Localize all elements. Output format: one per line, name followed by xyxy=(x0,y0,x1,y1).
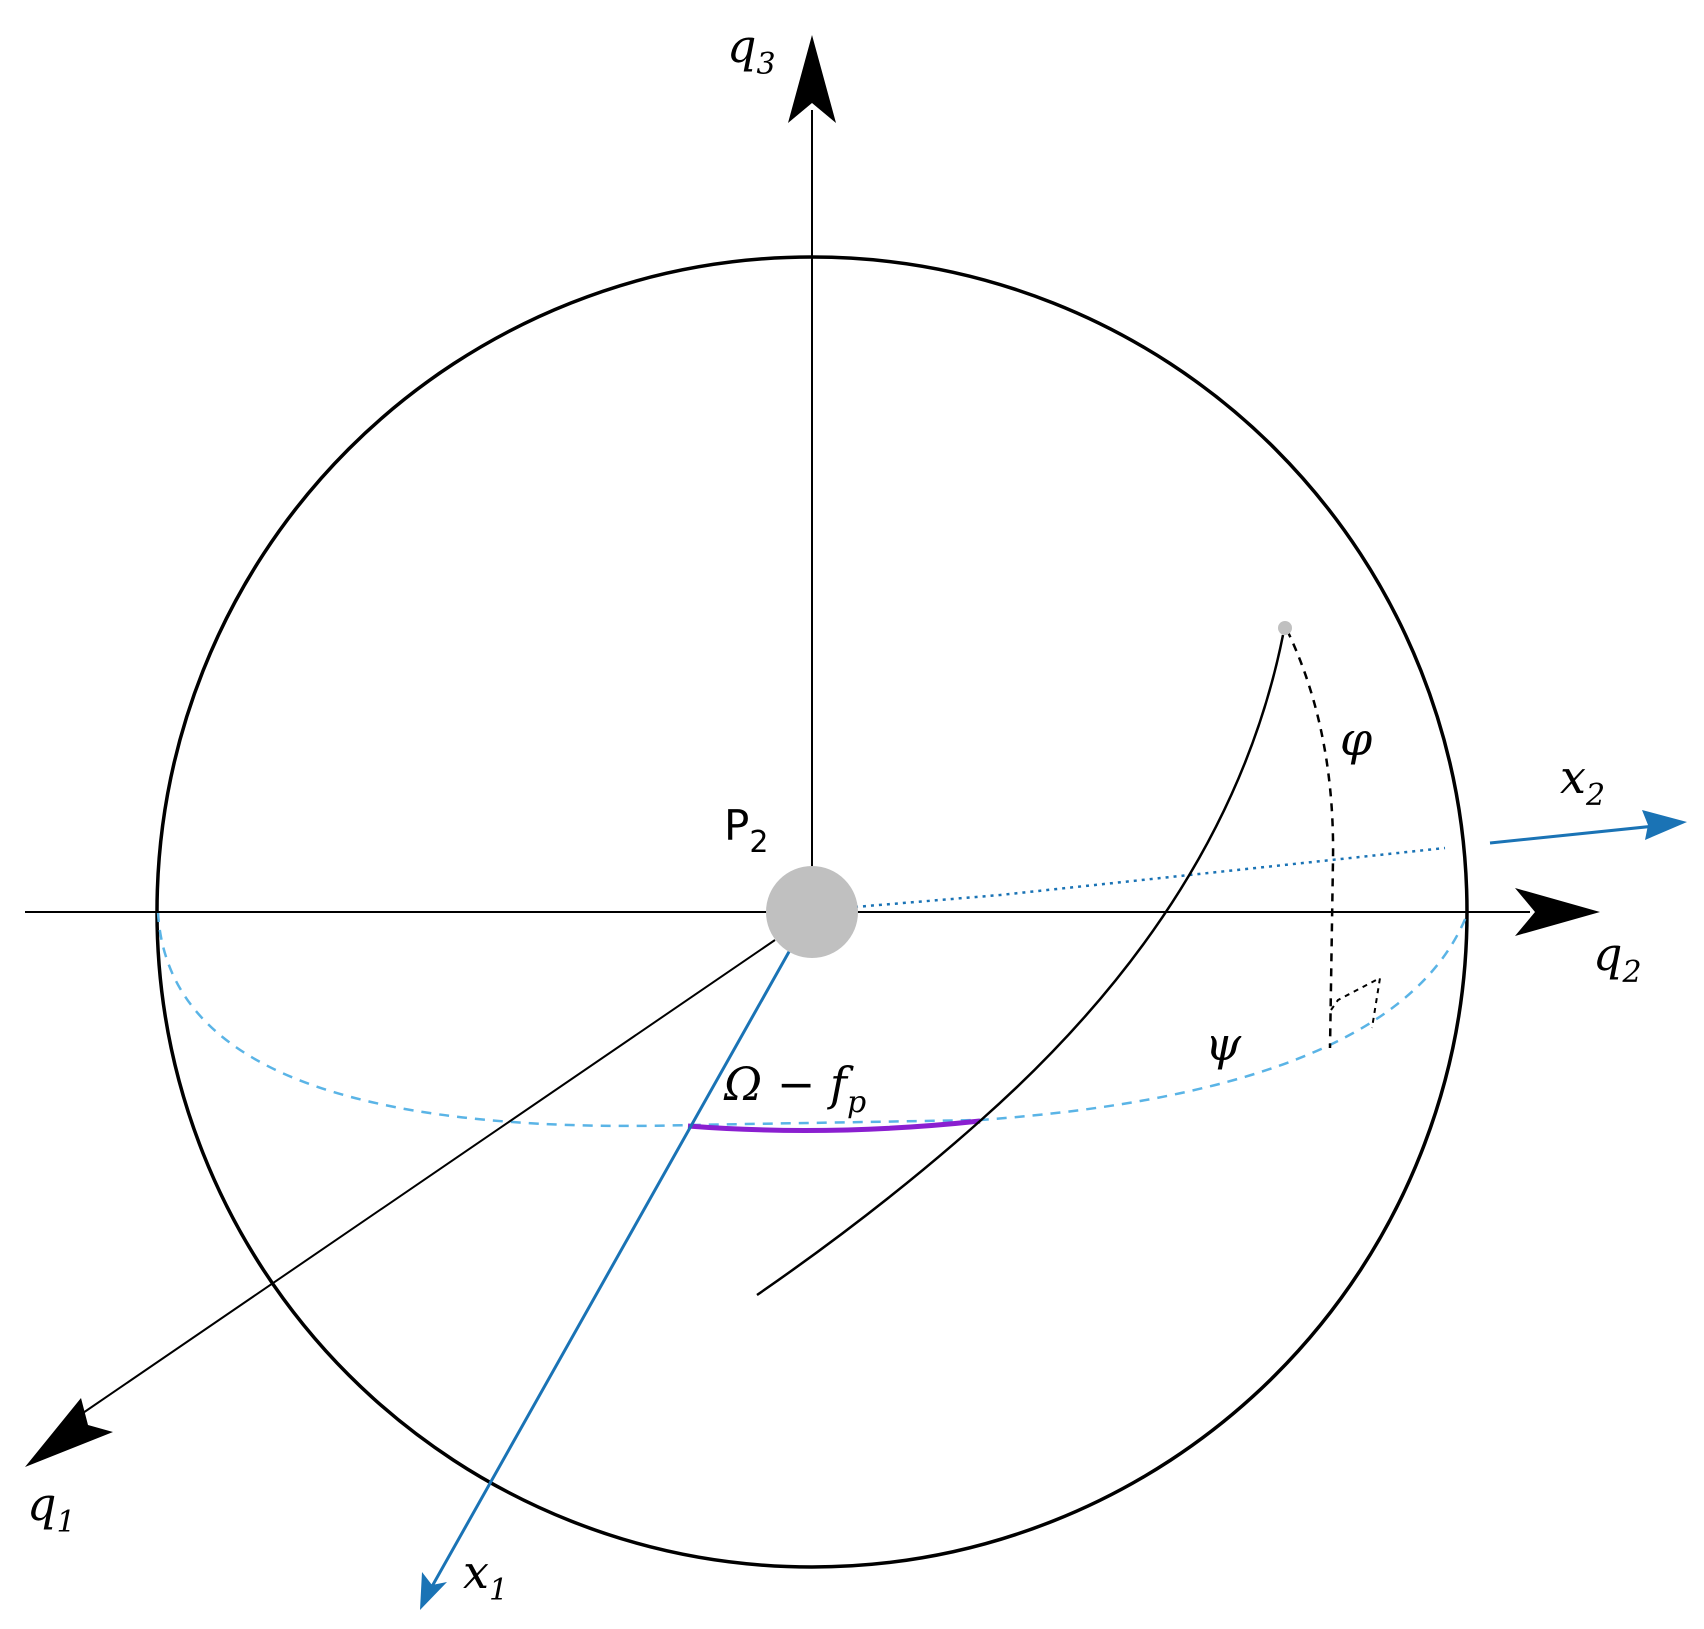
orbit-curve xyxy=(756,634,1285,1297)
x2-arrowhead xyxy=(1642,810,1687,840)
x2-label: x2 xyxy=(1560,750,1605,813)
satellite-point xyxy=(1278,621,1292,635)
q3-arrowhead xyxy=(788,35,836,123)
q2-arrowhead xyxy=(1515,888,1600,936)
node-arc-label: Ω − fp xyxy=(723,1057,866,1120)
central-body xyxy=(766,866,858,958)
phi-arc xyxy=(1285,629,1335,1049)
x1-arrowhead xyxy=(420,1572,447,1610)
x2-axis-line xyxy=(1489,824,1656,845)
q1-axis-line xyxy=(79,939,776,1416)
x2-axis-dotted xyxy=(854,846,1446,909)
equator-arc xyxy=(156,911,1470,1128)
node-arc xyxy=(687,1118,981,1133)
q3-label: q3 xyxy=(727,19,776,82)
psi-label: ψ xyxy=(1205,1017,1242,1071)
q2-label: q2 xyxy=(1593,927,1642,990)
body-label: P2 xyxy=(724,801,768,860)
x1-label: x1 xyxy=(463,1545,508,1608)
q1-arrowhead xyxy=(25,1398,113,1467)
x1-axis-line xyxy=(428,949,792,1591)
phi-label: φ xyxy=(1340,712,1373,766)
q1-label: q1 xyxy=(27,1477,76,1540)
right-angle-marker xyxy=(1330,976,1382,1029)
